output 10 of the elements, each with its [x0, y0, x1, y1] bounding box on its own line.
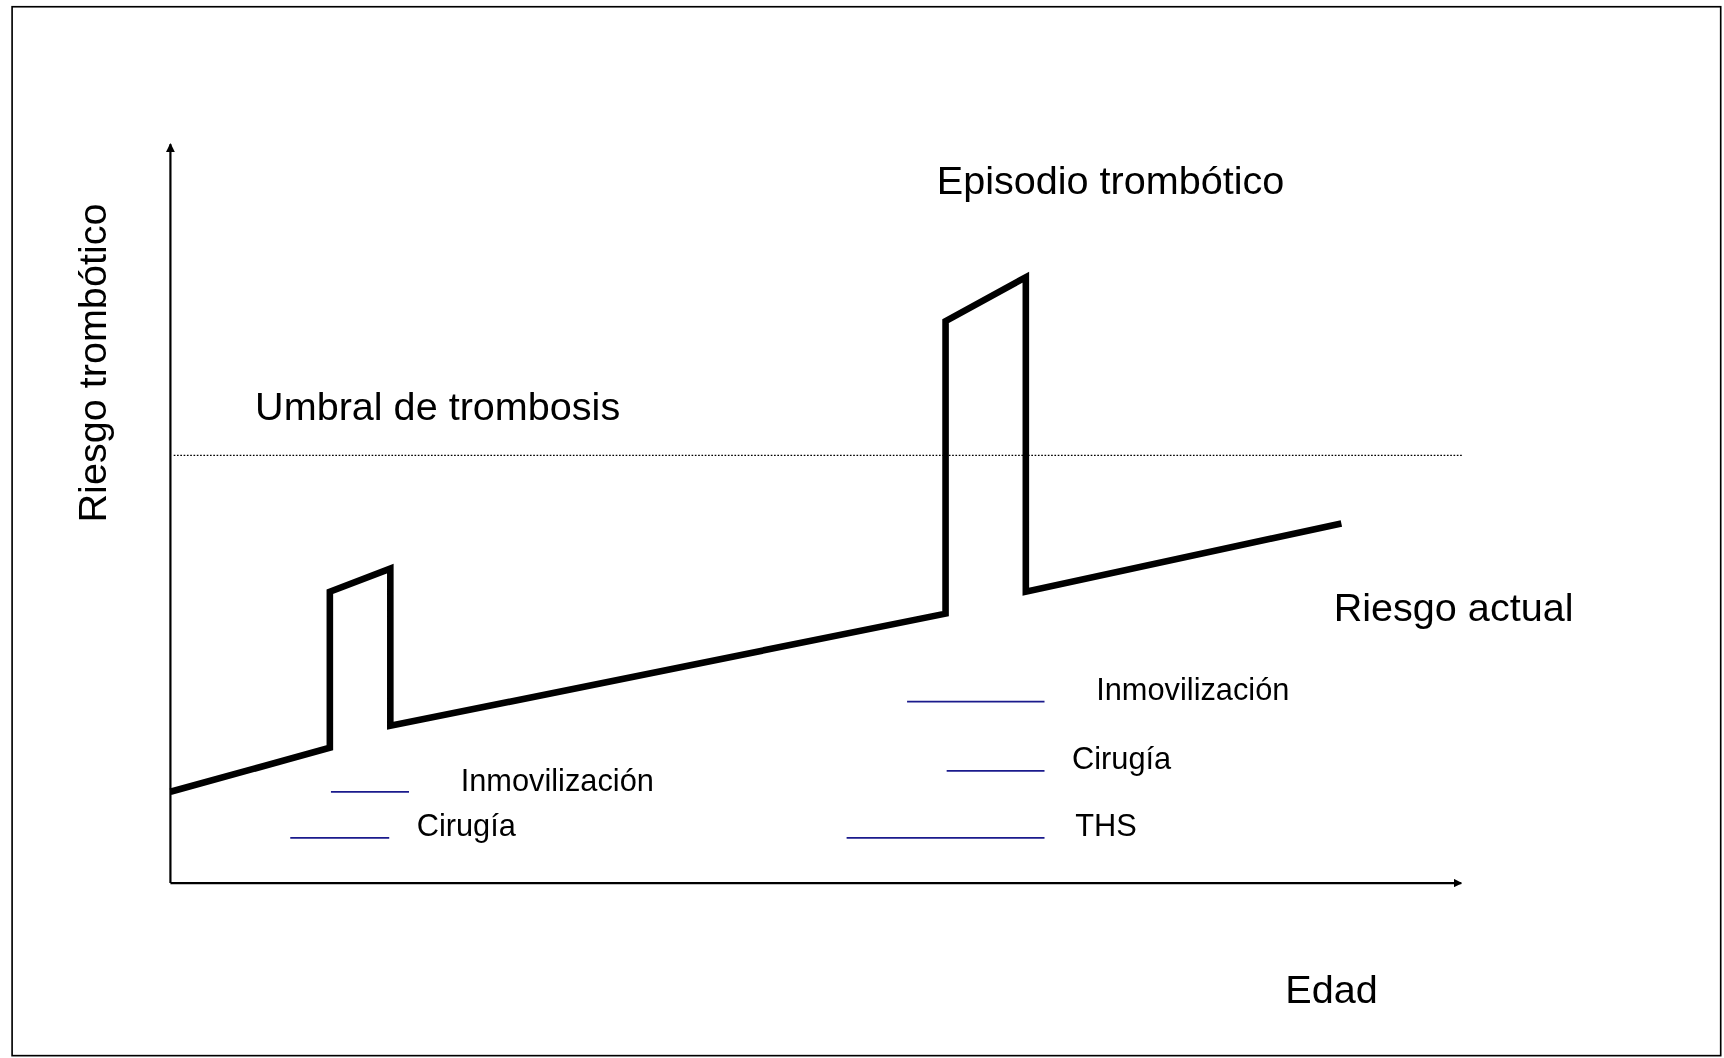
- factor-label: Inmovilización: [1096, 675, 1290, 706]
- factor-label: Inmovilización: [460, 765, 654, 796]
- axis-title: Riesgo trombótico: [73, 203, 114, 523]
- factor-label: THS: [1075, 810, 1137, 842]
- axis-title: Edad: [1285, 969, 1378, 1010]
- factor-label: Cirugía: [1072, 743, 1172, 775]
- curve-label: Riesgo actual: [1333, 588, 1574, 628]
- threshold-label: Umbral de trombosis: [255, 387, 621, 427]
- factor-label: Cirugía: [416, 810, 516, 842]
- annotation-label: Episodio trombótico: [936, 161, 1285, 202]
